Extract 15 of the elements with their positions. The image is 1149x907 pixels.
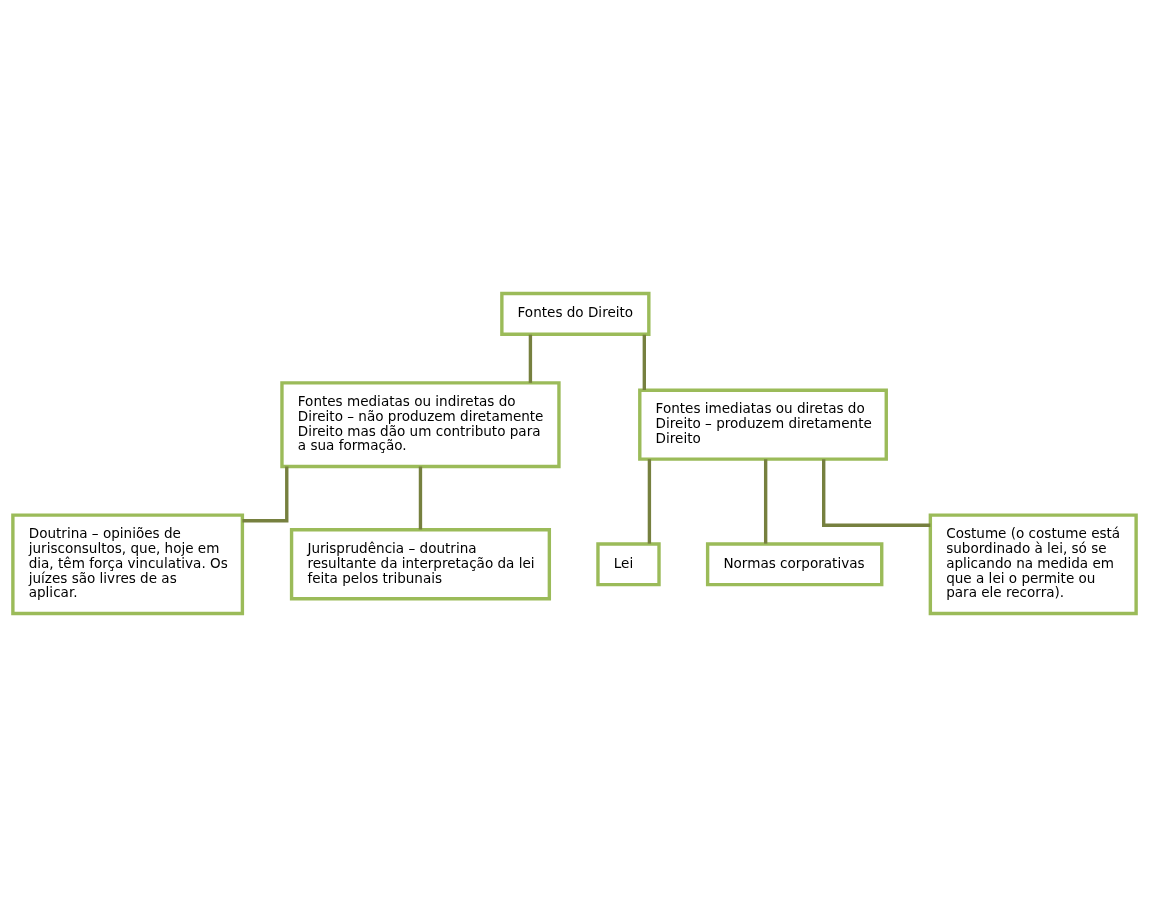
connector xyxy=(642,334,646,390)
connector xyxy=(418,466,423,530)
connector xyxy=(763,459,768,544)
node-box: Lei xyxy=(596,542,661,587)
node-box: Fontes do Direito xyxy=(500,291,651,336)
connector xyxy=(528,334,533,383)
connector xyxy=(647,459,652,544)
node-box: Doutrina – opiniões de jurisconsultos, que, hoje em dia, têm força vinculativa. Os juízes são livres de as aplicar. xyxy=(11,513,245,616)
connector xyxy=(242,466,289,523)
node-box: Normas corporativas xyxy=(705,542,884,587)
node-box: Costume (o costume está subordinado à lei, só se aplicando na medida em que a lei o permite ou para ele recorra). xyxy=(928,513,1138,616)
node-box: Jurisprudência – doutrina resultante da interpretação da lei feita pelos tribunais xyxy=(289,528,552,601)
node-box: Fontes mediatas ou indiretas do Direito – não produzem diretamente Direito mas dão um contributo para a sua formação. xyxy=(280,381,561,469)
node-box: Fontes imediatas ou diretas do Direito – produzem diretamente Direito xyxy=(638,388,888,461)
connector xyxy=(822,459,931,527)
